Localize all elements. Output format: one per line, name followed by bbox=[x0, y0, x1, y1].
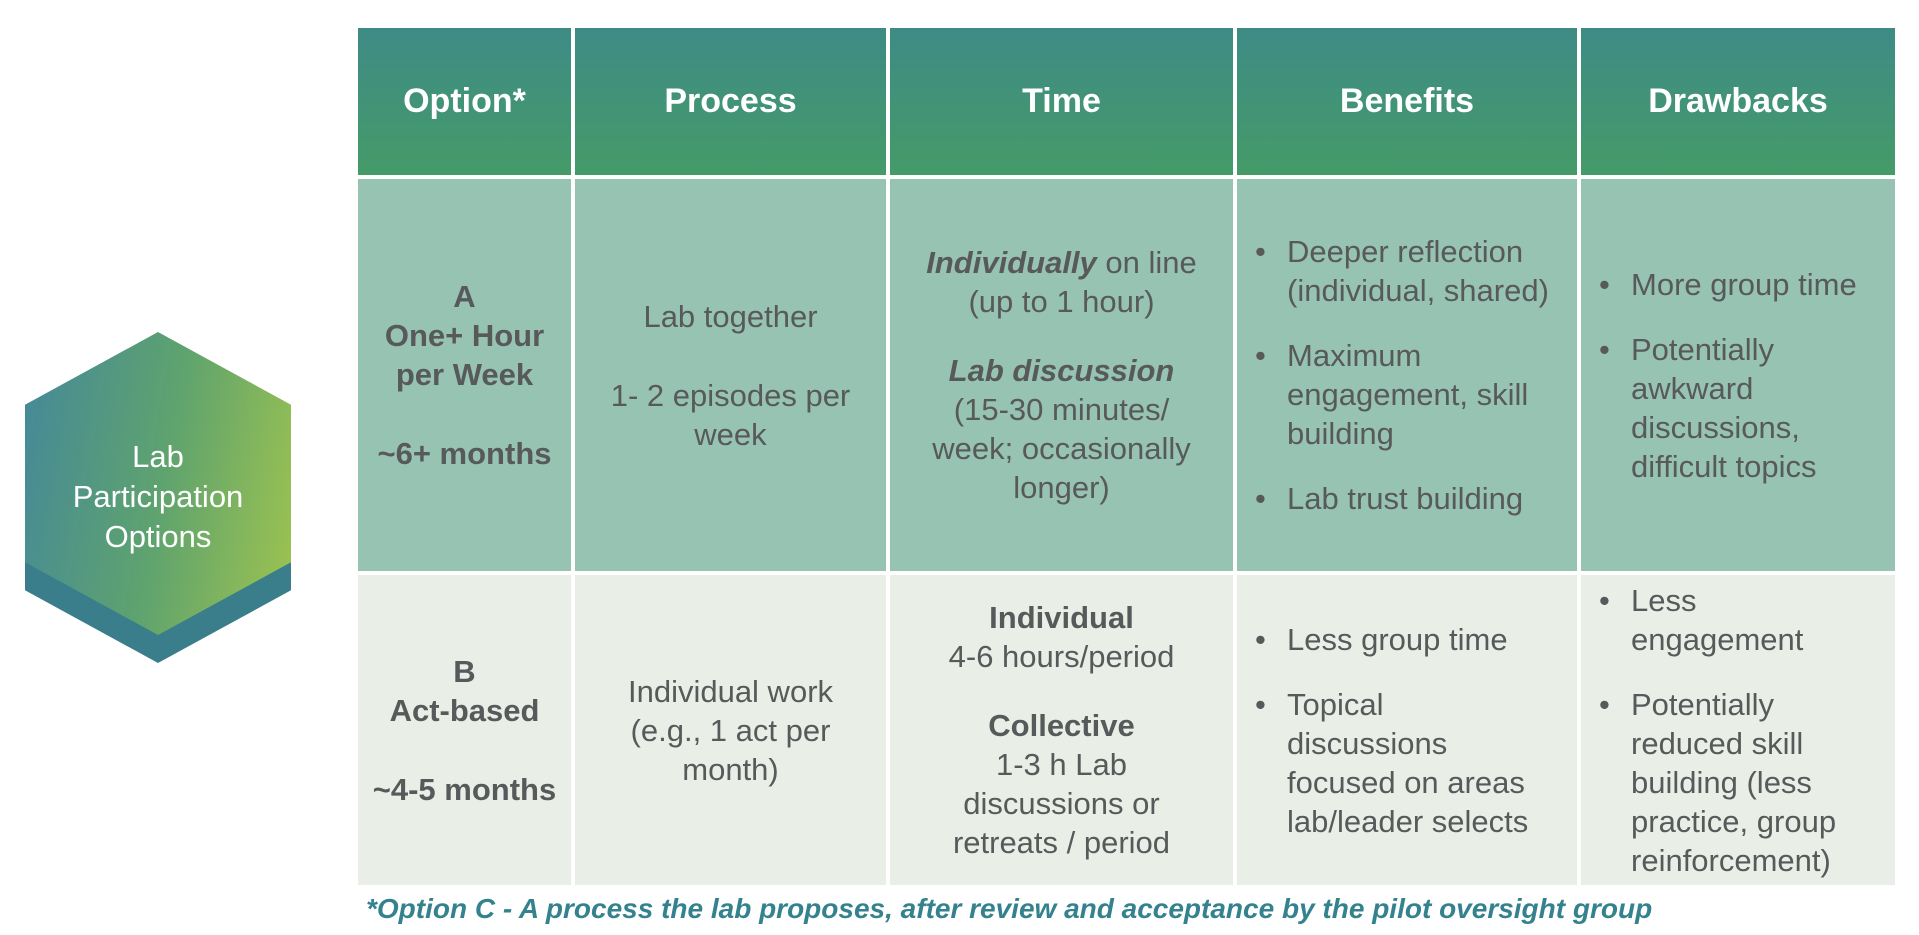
bullet-item: Deeper reflection (individual, shared) bbox=[1253, 232, 1567, 310]
column-header-option: Option* bbox=[358, 28, 571, 175]
column-header-drawbacks: Drawbacks bbox=[1581, 28, 1895, 175]
drawbacks-b-list: Less engagementPotentially reduced skill… bbox=[1591, 581, 1885, 880]
bullet-item: Lab trust building bbox=[1253, 479, 1567, 518]
time-a-cell: Individually on line (up to 1 hour) Lab … bbox=[890, 179, 1233, 571]
bullet-item: More group time bbox=[1597, 265, 1885, 304]
drawbacks-b-cell: Less engagementPotentially reduced skill… bbox=[1581, 575, 1895, 885]
option-a-title: A One+ Hour per Week bbox=[384, 279, 545, 392]
process-b-cell: Individual work (e.g., 1 act per month) bbox=[575, 575, 886, 885]
benefits-b-list: Less group timeTopical discussions focus… bbox=[1247, 620, 1567, 841]
time-a-lab-discussion-emph: Lab discussion bbox=[948, 353, 1175, 388]
column-header-benefits: Benefits bbox=[1237, 28, 1577, 175]
bullet-item: Less engagement bbox=[1597, 581, 1885, 659]
process-a-cell: Lab together 1- 2 episodes per week bbox=[575, 179, 886, 571]
benefits-a-list: Deeper reflection (individual, shared) Ma… bbox=[1247, 232, 1567, 518]
time-a-lab-discussion: Lab discussion (15-30 minutes/ week; occa… bbox=[932, 351, 1190, 507]
time-b-individual-rest: 4-6 hours/period bbox=[948, 639, 1175, 674]
column-header-process: Process bbox=[575, 28, 886, 175]
drawbacks-a-list: More group timePotentially awkward discu… bbox=[1591, 265, 1885, 486]
bullet-item: Potentially reduced skill building (less… bbox=[1597, 685, 1885, 880]
time-b-cell: Individual 4-6 hours/period Collective 1-3… bbox=[890, 575, 1233, 885]
column-header-time: Time bbox=[890, 28, 1233, 175]
benefits-a-cell: Deeper reflection (individual, shared) Ma… bbox=[1237, 179, 1577, 571]
bullet-item: Potentially awkward discussions, difficu… bbox=[1597, 330, 1885, 486]
process-a-line1: Lab together bbox=[643, 298, 818, 334]
option-b-title: B Act-based bbox=[389, 653, 540, 728]
option-b-duration: ~4-5 months bbox=[372, 771, 557, 807]
option-a-cell: A One+ Hour per Week ~6+ months bbox=[358, 179, 571, 571]
time-a-individually-rest: on line (up to 1 hour) bbox=[968, 245, 1197, 319]
time-b-collective-rest: 1-3 h Lab discussions or retreats / peri… bbox=[952, 747, 1171, 860]
hexagon-shape: Lab Participation Options bbox=[25, 332, 291, 635]
bullet-item: Less group time bbox=[1253, 620, 1567, 659]
option-a-duration: ~6+ months bbox=[377, 436, 552, 471]
drawbacks-a-cell: More group timePotentially awkward discu… bbox=[1581, 179, 1895, 571]
time-b-individual: Individual 4-6 hours/period bbox=[949, 598, 1175, 676]
option-c-footnote: *Option C - A process the lab proposes, … bbox=[366, 893, 1653, 924]
process-a-line2: 1- 2 episodes per week bbox=[610, 377, 851, 452]
hexagon-label: Lab Participation Options bbox=[72, 438, 244, 554]
process-b-text: Individual work (e.g., 1 act per month) bbox=[627, 673, 834, 787]
bullet-item: Maximum engagement, skill building bbox=[1253, 336, 1567, 453]
benefits-b-cell: Less group timeTopical discussions focus… bbox=[1237, 575, 1577, 885]
lab-participation-hexagon: Lab Participation Options bbox=[25, 332, 291, 664]
participation-options-table: Option* Process Time Benefits Drawbacks … bbox=[358, 28, 1895, 885]
time-a-lab-discussion-rest: (15-30 minutes/ week; occasionally longe… bbox=[932, 392, 1191, 505]
time-b-individual-emph: Individual bbox=[989, 600, 1134, 635]
time-b-collective: Collective 1-3 h Lab discussions or retre… bbox=[953, 706, 1170, 862]
option-b-cell: B Act-based ~4-5 months bbox=[358, 575, 571, 885]
bullet-item: Topical discussions focused on areas lab… bbox=[1253, 685, 1567, 841]
time-a-individually: Individually on line (up to 1 hour) bbox=[926, 243, 1197, 321]
time-b-collective-emph: Collective bbox=[988, 708, 1135, 743]
time-a-individually-emph: Individually bbox=[926, 245, 1097, 280]
